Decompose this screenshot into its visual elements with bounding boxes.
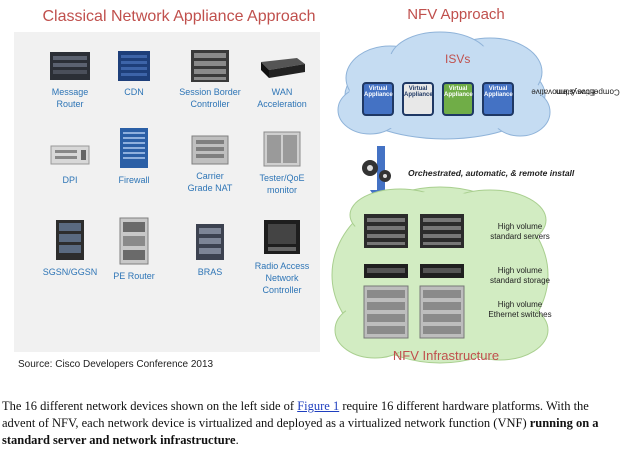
standard-servers-icon <box>364 214 464 248</box>
standard-storage-icon <box>364 264 464 278</box>
device-label: DPI <box>62 175 78 185</box>
bras-icon <box>196 224 224 260</box>
device-label: BRAS <box>197 267 223 277</box>
device-label: Firewall <box>118 175 150 185</box>
cdn-device: CDN <box>96 48 172 98</box>
carrier-grade-nat-icon <box>191 135 229 165</box>
wan-acceleration-icon <box>261 58 305 78</box>
virtual-appliance-1: Virtual Appliance <box>362 82 394 116</box>
pe-router-device: PE Router <box>96 216 172 282</box>
right-title: NFV Approach <box>407 6 505 23</box>
session-border-controller-icon <box>191 50 229 82</box>
device-label: CDN <box>124 87 144 97</box>
dpi-device: DPI <box>32 136 108 186</box>
pe-router-icon <box>119 217 149 265</box>
radio-access-network-controller-icon <box>264 220 300 254</box>
isv-label: ISVs <box>445 52 471 66</box>
figure-link[interactable]: Figure 1 <box>297 399 340 413</box>
bras-device: BRAS <box>172 222 248 278</box>
caption-bold: running on a standard server and network… <box>2 416 599 447</box>
message-router-icon <box>50 52 90 80</box>
tester-qoe-monitor-icon <box>263 131 301 167</box>
sgsn-ggsn-device: SGSN/GGSN <box>32 218 108 278</box>
install-label: Orchestrated, automatic, & remote instal… <box>408 168 575 178</box>
virtual-appliance-3: Virtual Appliance <box>442 82 474 116</box>
ethernet-switches-icon <box>363 285 465 339</box>
install-arrow-shaft <box>377 146 385 192</box>
virtual-appliance-2: Virtual Appliance <box>402 82 434 116</box>
dpi-icon <box>50 145 90 165</box>
left-title: Classical Network Appliance Approach <box>42 8 316 25</box>
firewall-device: Firewall <box>96 126 172 186</box>
source-note: Source: Cisco Developers Conference 2013 <box>18 359 214 370</box>
cdn-icon <box>118 51 150 81</box>
sgsn-ggsn-icon <box>56 220 84 260</box>
firewall-icon <box>120 128 148 168</box>
device-label: SGSN/GGSN <box>42 267 98 277</box>
device-label: PE Router <box>113 271 155 281</box>
caption-paragraph: The 16 different network devices shown o… <box>2 399 599 447</box>
virtual-appliance-4: Virtual Appliance <box>482 82 514 116</box>
infrastructure-label: NFV Infrastructure <box>392 348 500 363</box>
